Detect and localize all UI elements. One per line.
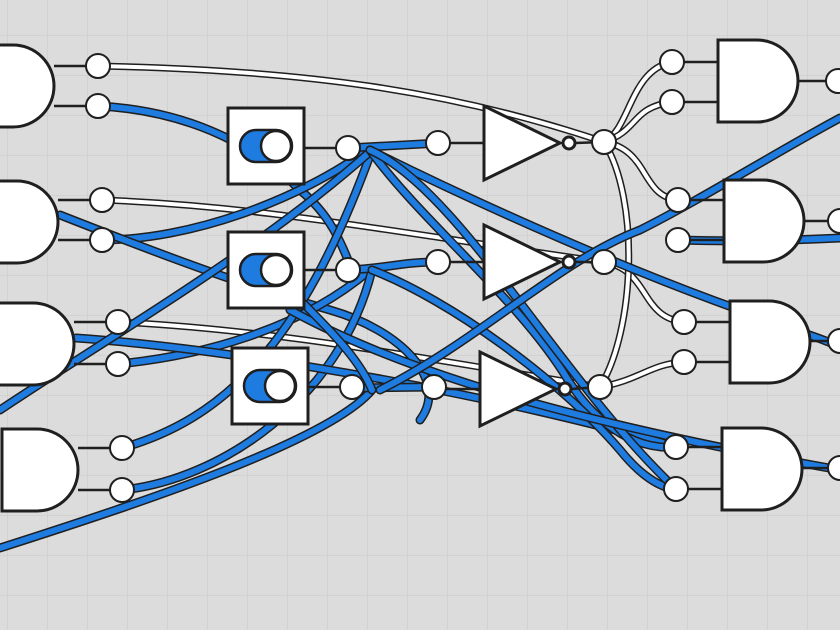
wire-active[interactable] xyxy=(369,267,679,492)
and-gate-input-pin[interactable] xyxy=(671,309,697,335)
and-gate-input-pin[interactable] xyxy=(663,476,689,502)
and-gate-body[interactable] xyxy=(720,426,804,512)
buffer-1[interactable] xyxy=(482,103,577,183)
and-gate-input-pin[interactable] xyxy=(659,49,685,75)
and-gate-left-4[interactable] xyxy=(0,427,80,513)
toggle-knob[interactable] xyxy=(259,253,293,287)
and-gate-output-pin[interactable] xyxy=(825,68,840,94)
and-gate-output-pin[interactable] xyxy=(89,227,115,253)
and-gate-body[interactable] xyxy=(0,301,76,387)
and-gate-body[interactable] xyxy=(0,179,60,265)
and-gate-input-pin[interactable] xyxy=(671,349,697,375)
and-gate-right-2[interactable] xyxy=(722,178,806,264)
switch-output-pin[interactable] xyxy=(339,374,365,400)
and-gate-right-4[interactable] xyxy=(720,426,804,512)
wire-active[interactable] xyxy=(377,115,840,393)
toggle-switch-3[interactable] xyxy=(230,346,310,426)
and-gate-right-1[interactable] xyxy=(716,38,800,124)
buffer-3[interactable] xyxy=(478,349,573,429)
and-gate-output-pin[interactable] xyxy=(827,208,840,234)
and-gate-output-pin[interactable] xyxy=(85,93,111,119)
switch-output-pin[interactable] xyxy=(335,257,361,283)
wire-active[interactable] xyxy=(0,387,375,551)
and-gate-output-pin[interactable] xyxy=(85,53,111,79)
inverter-bubble xyxy=(561,254,577,270)
and-gate-output-pin[interactable] xyxy=(827,328,840,354)
and-gate-output-pin[interactable] xyxy=(109,477,135,503)
wire-active[interactable] xyxy=(345,140,443,151)
and-gate-input-pin[interactable] xyxy=(665,187,691,213)
switch-output-pin[interactable] xyxy=(335,135,361,161)
and-gate-body[interactable] xyxy=(716,38,800,124)
buffer-output-pin[interactable] xyxy=(591,129,617,155)
buffer-output-pin[interactable] xyxy=(587,374,613,400)
buffer-input-pin[interactable] xyxy=(425,130,451,156)
inverter-bubble xyxy=(557,381,573,397)
wire-inactive[interactable] xyxy=(96,64,606,144)
buffer-body[interactable] xyxy=(482,222,564,302)
components-layer xyxy=(0,38,840,513)
and-gate-input-pin[interactable] xyxy=(659,89,685,115)
and-gate-body[interactable] xyxy=(722,178,806,264)
toggle-switch-1[interactable] xyxy=(226,106,306,186)
and-gate-output-pin[interactable] xyxy=(105,351,131,377)
and-gate-left-1[interactable] xyxy=(0,43,56,129)
toggle-knob[interactable] xyxy=(259,129,293,163)
wire-active[interactable] xyxy=(297,297,375,393)
and-gate-body[interactable] xyxy=(0,43,56,129)
buffer-output-pin[interactable] xyxy=(591,249,617,275)
and-gate-output-pin[interactable] xyxy=(89,187,115,213)
toggle-knob[interactable] xyxy=(263,369,297,403)
wire-active[interactable] xyxy=(57,212,432,423)
buffer-input-pin[interactable] xyxy=(425,249,451,275)
and-gate-left-3[interactable] xyxy=(0,301,76,387)
buffer-body[interactable] xyxy=(478,349,560,429)
wire-active[interactable] xyxy=(99,145,373,243)
wire-active[interactable] xyxy=(367,147,679,492)
and-gate-input-pin[interactable] xyxy=(665,227,691,253)
toggle-switch-2[interactable] xyxy=(226,230,306,310)
buffer-body[interactable] xyxy=(482,103,564,183)
buffer-input-pin[interactable] xyxy=(421,374,447,400)
and-gate-input-pin[interactable] xyxy=(663,434,689,460)
and-gate-output-pin[interactable] xyxy=(105,309,131,335)
wire-active[interactable] xyxy=(115,267,373,367)
and-gate-left-2[interactable] xyxy=(0,179,60,265)
and-gate-output-pin[interactable] xyxy=(827,455,840,481)
inverter-bubble xyxy=(561,135,577,151)
and-gate-output-pin[interactable] xyxy=(109,435,135,461)
and-gate-body[interactable] xyxy=(728,299,812,385)
and-gate-body[interactable] xyxy=(0,427,80,513)
and-gate-right-3[interactable] xyxy=(728,299,812,385)
